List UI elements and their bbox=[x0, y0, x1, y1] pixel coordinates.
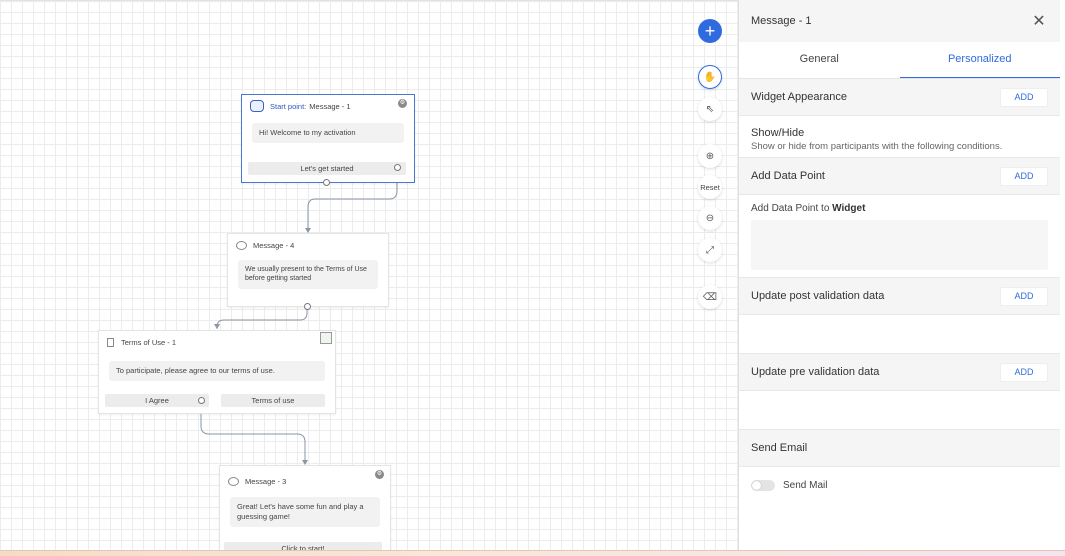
node-terms-of-use-1[interactable]: Terms of Use - 1 To participate, please … bbox=[98, 330, 336, 414]
caption-bold: Widget bbox=[832, 203, 866, 214]
data-point-list[interactable] bbox=[751, 220, 1048, 270]
properties-panel: Message - 1 ✕ General Personalized Widge… bbox=[738, 0, 1060, 550]
document-icon bbox=[107, 337, 114, 347]
send-mail-toggle[interactable] bbox=[751, 480, 775, 491]
chat-bubble-icon bbox=[228, 476, 239, 486]
node-title: Terms of Use - 1 bbox=[121, 337, 177, 347]
data-point-caption: Add Data Point to Widget bbox=[751, 203, 1048, 214]
data-point-area: Add Data Point to Widget bbox=[739, 195, 1060, 278]
output-port[interactable] bbox=[323, 179, 330, 186]
node-message-text: Great! Let's have some fun and play a gu… bbox=[230, 497, 380, 528]
add-data-point-section: Add Data Point ADD bbox=[739, 158, 1060, 195]
node-message-4[interactable]: Message - 4 We usually present to the Te… bbox=[227, 233, 389, 310]
section-title: Show/Hide bbox=[751, 127, 805, 139]
zoom-in-icon[interactable]: ⊕ bbox=[698, 144, 722, 168]
chat-bubble-icon bbox=[236, 240, 247, 250]
section-title: Add Data Point bbox=[751, 170, 825, 182]
node-start-message-1[interactable]: Start point: Message - 1 Hi! Welcome to … bbox=[241, 94, 415, 186]
panel-title: Message - 1 bbox=[751, 15, 812, 27]
section-title: Update pre validation data bbox=[751, 366, 880, 378]
node-settings-icon[interactable]: ⚙ bbox=[398, 99, 407, 108]
section-title: Update post validation data bbox=[751, 290, 885, 302]
tab-personalized[interactable]: Personalized bbox=[899, 42, 1060, 78]
node-message-text: Hi! Welcome to my activation bbox=[252, 123, 404, 144]
add-post-validation-button[interactable]: ADD bbox=[1000, 286, 1048, 306]
fit-screen-icon[interactable]: ⤢ bbox=[698, 238, 722, 262]
toggle-knob bbox=[752, 481, 761, 490]
flow-canvas[interactable]: Start point: Message - 1 Hi! Welcome to … bbox=[0, 0, 738, 551]
section-description: Show or hide from participants with the … bbox=[751, 141, 1003, 152]
send-mail-label: Send Mail bbox=[783, 480, 828, 491]
add-widget-appearance-button[interactable]: ADD bbox=[1000, 87, 1048, 107]
post-validation-list bbox=[739, 315, 1060, 354]
panel-tabs: General Personalized bbox=[739, 42, 1060, 79]
tab-general[interactable]: General bbox=[799, 53, 839, 65]
eraser-icon[interactable]: ⌫ bbox=[698, 285, 722, 309]
start-point-label: Start point: bbox=[270, 101, 307, 111]
reset-zoom-button[interactable]: Reset bbox=[698, 175, 722, 199]
output-port[interactable] bbox=[198, 397, 205, 404]
add-pre-validation-button[interactable]: ADD bbox=[1000, 362, 1048, 382]
hand-icon[interactable]: ✋ bbox=[698, 65, 722, 89]
pre-validation-list bbox=[739, 391, 1060, 430]
show-hide-section: Show/Hide Show or hide from participants… bbox=[739, 116, 1060, 158]
close-icon[interactable]: ✕ bbox=[1032, 13, 1046, 30]
plus-icon[interactable]: + bbox=[698, 19, 722, 43]
section-title: Widget Appearance bbox=[751, 91, 848, 103]
output-port[interactable] bbox=[394, 164, 401, 171]
bottom-status-bar bbox=[0, 550, 1065, 556]
node-message-text: To participate, please agree to our term… bbox=[109, 361, 325, 382]
node-message-text: We usually present to the Terms of Use b… bbox=[238, 260, 378, 289]
section-title: Send Email bbox=[751, 442, 808, 454]
node-title: Message - 1 bbox=[309, 101, 351, 111]
update-pre-validation-section: Update pre validation data ADD bbox=[739, 354, 1060, 391]
node-button-lets-get-started[interactable]: Let's get started bbox=[248, 162, 406, 175]
panel-header: Message - 1 ✕ bbox=[739, 0, 1060, 42]
chat-bubble-icon bbox=[250, 100, 264, 112]
send-mail-row: Send Mail bbox=[739, 467, 1060, 504]
update-post-validation-section: Update post validation data ADD bbox=[739, 278, 1060, 315]
node-button-terms-of-use[interactable]: Terms of use bbox=[221, 394, 325, 407]
node-button-i-agree[interactable]: I Agree bbox=[105, 394, 209, 407]
broken-image-icon bbox=[320, 332, 332, 344]
add-data-point-button[interactable]: ADD bbox=[1000, 166, 1048, 186]
zoom-out-icon[interactable]: ⊖ bbox=[698, 206, 722, 230]
widget-appearance-section: Widget Appearance ADD bbox=[739, 79, 1060, 116]
node-button-click-to-start[interactable]: Click to start! bbox=[224, 542, 382, 551]
node-settings-icon[interactable]: ⚙ bbox=[375, 470, 384, 479]
node-message-3[interactable]: Message - 3 Great! Let's have some fun a… bbox=[219, 465, 391, 551]
pointer-icon[interactable]: ⇖ bbox=[698, 97, 722, 121]
send-email-section: Send Email bbox=[739, 430, 1060, 467]
output-port[interactable] bbox=[304, 303, 311, 310]
node-title: Message - 4 bbox=[253, 240, 295, 250]
caption-prefix: Add Data Point to bbox=[751, 203, 833, 214]
node-title: Message - 3 bbox=[245, 476, 287, 486]
